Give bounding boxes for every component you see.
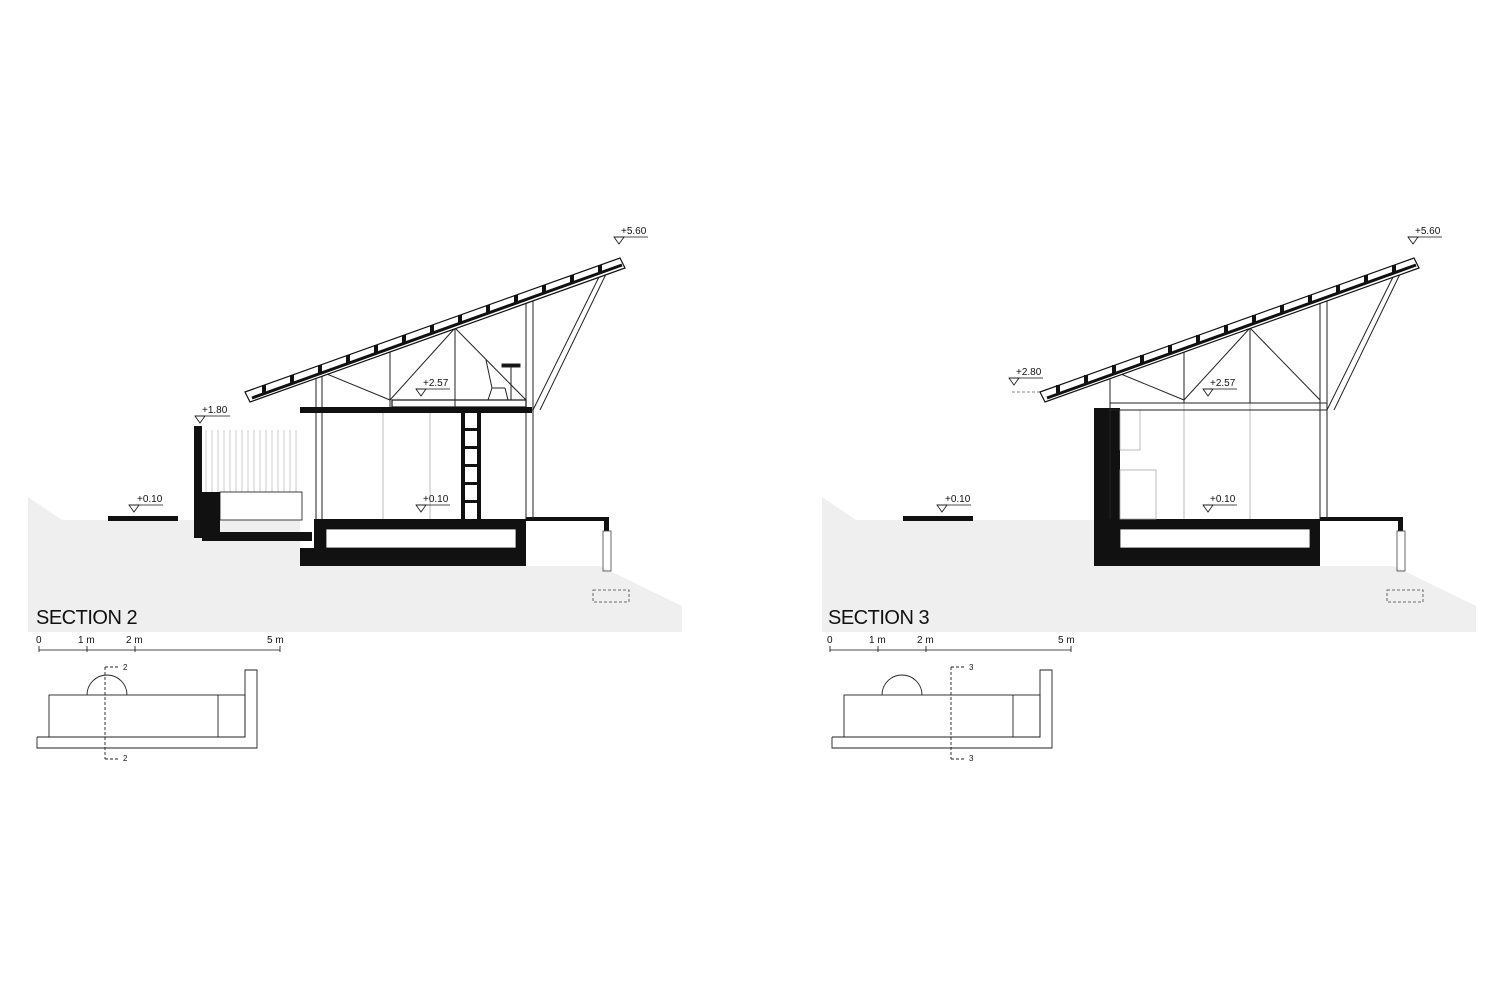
roof-truss xyxy=(321,271,608,411)
level-label: +5.60 xyxy=(621,226,647,237)
level-label: +2.57 xyxy=(1210,378,1236,389)
section-3-drawing: +5.60 +2.57 +2.80 +0.10 +0.10 SECTION 3 xyxy=(822,226,1476,763)
section-2-drawing: +5.60 +2.57 +1.80 +0.10 +0.10 SECTION 2 xyxy=(28,226,682,763)
level-marker-floor: +0.10 xyxy=(415,494,450,513)
interior-frame xyxy=(1109,295,1328,519)
pier xyxy=(592,530,630,603)
level-marker-ground: +0.10 xyxy=(128,494,163,513)
level-label: +0.10 xyxy=(137,494,163,505)
roof xyxy=(1039,257,1420,403)
level-label: +0.10 xyxy=(1210,494,1236,505)
level-label: +5.60 xyxy=(1415,226,1441,237)
cut-mark: 3 xyxy=(969,754,974,763)
level-marker-ground: +0.10 xyxy=(936,494,971,513)
key-plan xyxy=(831,666,1053,760)
roof-truss xyxy=(1115,271,1402,411)
deck-wall xyxy=(194,426,303,538)
scale-label: 1 m xyxy=(78,635,95,646)
scale-label: 0 xyxy=(827,635,833,646)
level-label: +0.10 xyxy=(945,494,971,505)
level-label: +2.57 xyxy=(423,378,449,389)
section-title: SECTION 2 xyxy=(36,607,137,629)
scale-label: 5 m xyxy=(267,635,284,646)
level-marker-loft: +2.57 xyxy=(1202,378,1237,397)
ground-fill xyxy=(28,497,682,632)
foundation xyxy=(903,408,1403,566)
level-marker-eave: +2.80 xyxy=(1008,367,1043,393)
scale-label: 5 m xyxy=(1058,635,1075,646)
loft-rail xyxy=(391,399,527,408)
scale-label: 2 m xyxy=(126,635,143,646)
chair-icon xyxy=(485,359,521,401)
pier xyxy=(1386,530,1424,603)
scale-bar: 0 1 m 2 m 5 m xyxy=(827,635,1075,652)
key-plan xyxy=(36,666,258,760)
foundation xyxy=(108,492,609,566)
cut-mark: 2 xyxy=(123,754,128,763)
scale-label: 0 xyxy=(36,635,42,646)
crawl-space xyxy=(325,528,517,549)
level-marker-deck: +1.80 xyxy=(194,405,230,424)
level-marker-roof: +5.60 xyxy=(1407,226,1442,245)
level-marker-loft: +2.57 xyxy=(415,378,450,397)
crawl-space xyxy=(1119,528,1311,549)
section-title: SECTION 3 xyxy=(828,607,929,629)
ground-fill xyxy=(822,497,1476,632)
level-label: +2.80 xyxy=(1016,367,1042,378)
level-label: +1.80 xyxy=(202,405,228,416)
level-marker-roof: +5.60 xyxy=(613,226,648,245)
scale-label: 2 m xyxy=(917,635,934,646)
level-label: +0.10 xyxy=(423,494,449,505)
scale-label: 1 m xyxy=(869,635,886,646)
ladder xyxy=(461,413,481,519)
level-marker-floor: +0.10 xyxy=(1202,494,1237,513)
cut-mark: 3 xyxy=(969,663,974,672)
loft-floor xyxy=(300,407,532,413)
cut-mark: 2 xyxy=(123,663,128,672)
scale-bar: 0 1 m 2 m 5 m xyxy=(36,635,284,652)
roof xyxy=(244,257,626,403)
cabinets xyxy=(1119,409,1157,520)
